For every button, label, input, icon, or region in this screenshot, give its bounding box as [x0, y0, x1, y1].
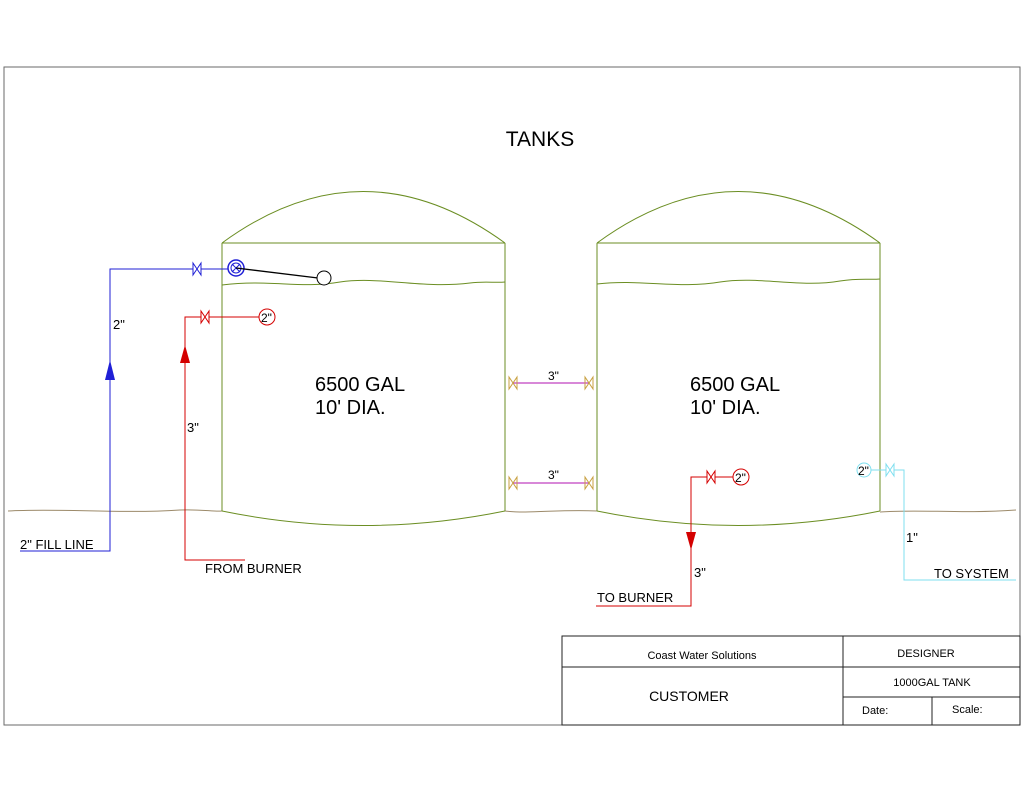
burner-supply-line [596, 468, 750, 607]
designer-label: DESIGNER [897, 648, 955, 660]
fill-valve-icon [192, 261, 202, 277]
drawing-title: TANKS [506, 128, 574, 151]
supply-line-size: 3" [694, 565, 706, 580]
customer-label: CUSTOMER [649, 688, 729, 704]
tank-left-dome [221, 191, 506, 244]
system-port-icon [856, 462, 872, 478]
supply-flow-arrow [686, 532, 696, 550]
fill-line-label: 2" FILL LINE [20, 537, 94, 552]
float-arm [235, 267, 319, 279]
connector-top-size: 3" [548, 369, 559, 383]
tank-right [596, 191, 881, 526]
drawing-border [3, 66, 1021, 726]
system-line [856, 462, 1016, 581]
system-valve-icon [885, 462, 895, 478]
connector-bottom-valve-left-icon [508, 475, 518, 491]
system-port-size: 2" [858, 464, 869, 478]
fill-line [20, 259, 332, 552]
tank-left-bottom [221, 510, 506, 526]
tank-left-water-level [221, 279, 506, 286]
connector-bottom-size: 3" [548, 468, 559, 482]
supply-port-size: 2" [735, 471, 746, 485]
from-burner-label: FROM BURNER [205, 561, 302, 576]
tank-left-diameter: 10' DIA. [315, 397, 386, 419]
return-port-size: 2" [261, 311, 272, 325]
drawing-name: 1000GAL TANK [893, 677, 971, 689]
tank-right-capacity: 6500 GAL [690, 374, 780, 396]
connector-top [508, 375, 594, 391]
fill-flow-arrow [105, 360, 115, 380]
tank-right-water-level [596, 278, 881, 286]
system-line-size: 1" [906, 530, 918, 545]
to-system-label: TO SYSTEM [934, 566, 1009, 581]
float-ball-icon [316, 270, 332, 286]
tank-left-capacity: 6500 GAL [315, 374, 405, 396]
supply-port-icon [732, 468, 750, 486]
burner-return-line [180, 308, 276, 561]
connector-top-valve-left-icon [508, 375, 518, 391]
scale-label: Scale: [952, 704, 983, 716]
company-name: Coast Water Solutions [647, 650, 757, 662]
connector-bottom-valve-right-icon [584, 475, 594, 491]
return-valve-icon [200, 309, 210, 325]
supply-valve-icon [706, 469, 716, 485]
connector-bottom [508, 475, 594, 491]
tank-right-dome [596, 191, 881, 244]
ground-line [7, 509, 1017, 513]
fill-line-size: 2" [113, 317, 125, 332]
tank-right-diameter: 10' DIA. [690, 397, 761, 419]
to-burner-label: TO BURNER [597, 590, 673, 605]
title-block [561, 635, 1021, 726]
date-label: Date: [862, 705, 888, 717]
return-flow-arrow [180, 345, 190, 363]
connector-top-valve-right-icon [584, 375, 594, 391]
tank-right-bottom [596, 510, 881, 526]
tank-left [221, 191, 506, 526]
return-line-size: 3" [187, 420, 199, 435]
return-port-icon [258, 308, 276, 326]
